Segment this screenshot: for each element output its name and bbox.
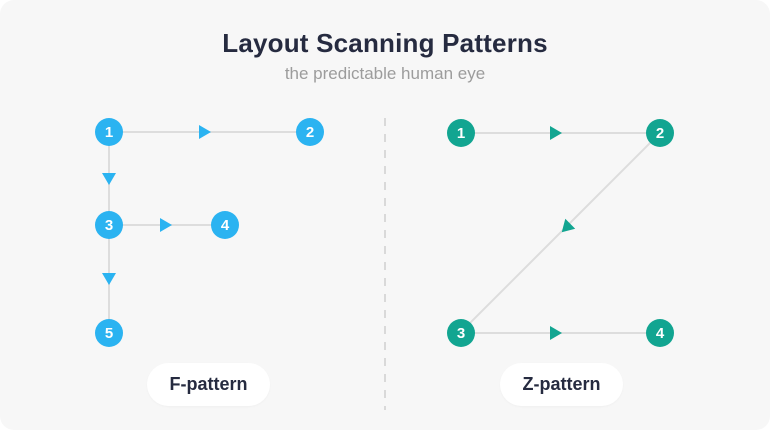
f-node-5: 5 [95,319,123,347]
divider [384,118,386,410]
f-node-4: 4 [211,211,239,239]
arrow-right-icon [550,326,562,340]
z-node-1: 1 [447,119,475,147]
page-subtitle: the predictable human eye [284,64,486,83]
z-node-4: 4 [646,319,674,347]
f-node-2: 2 [296,118,324,146]
page-title: Layout Scanning Patterns [222,28,548,58]
f-node-1: 1 [95,118,123,146]
z-node-3: 3 [447,319,475,347]
arrow-right-icon [550,126,562,140]
arrow-right-icon [199,125,211,139]
arrow-down-icon [102,173,116,185]
z-node-2: 2 [646,119,674,147]
f-node-3: 3 [95,211,123,239]
z-pattern-label: Z-pattern [500,363,623,406]
f-pattern-label: F-pattern [147,363,270,406]
diagonal-connector-line [459,132,661,334]
arrow-right-icon [160,218,172,232]
arrow-down-icon [102,273,116,285]
